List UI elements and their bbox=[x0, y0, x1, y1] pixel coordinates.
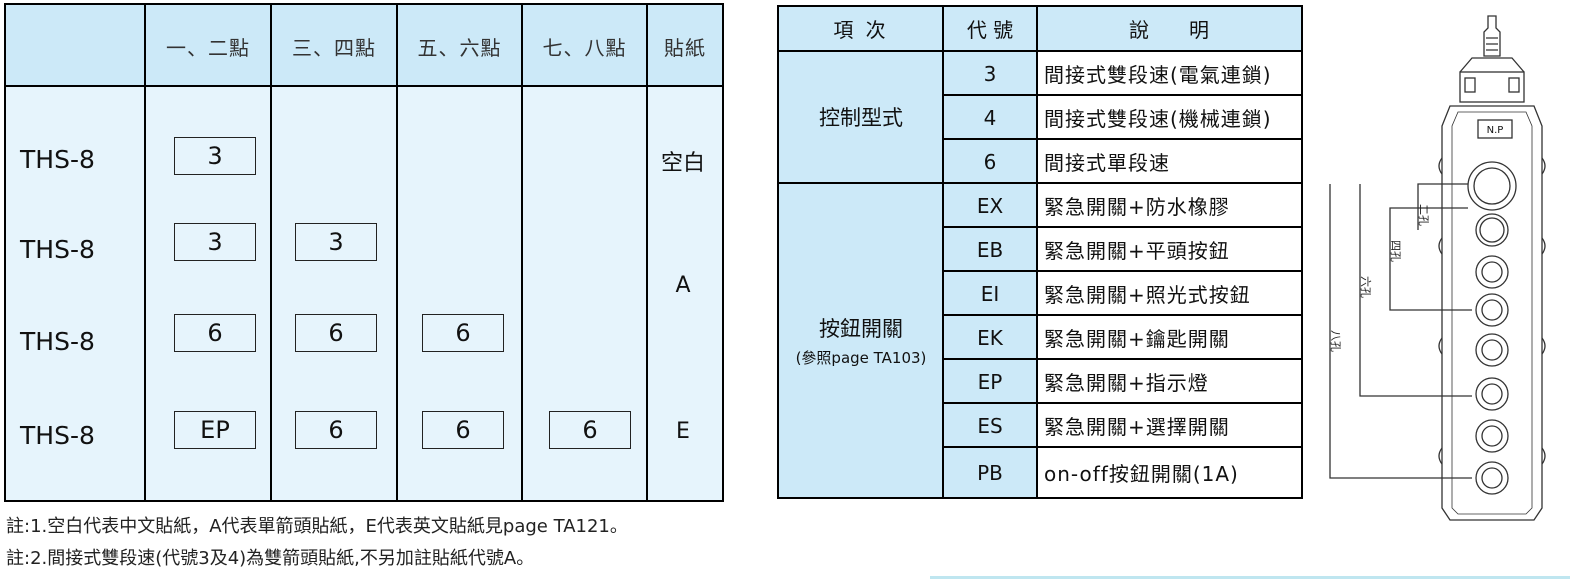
hole-label: 六孔 bbox=[1359, 276, 1372, 298]
row-divider bbox=[943, 138, 1301, 140]
row-divider bbox=[943, 358, 1301, 360]
desc-cell: 間接式單段速 bbox=[1038, 140, 1301, 183]
push-button-icon bbox=[1475, 213, 1509, 247]
code-cell: PB bbox=[977, 460, 1003, 485]
push-button-icon bbox=[1475, 255, 1509, 289]
row-model-label: THS-8 bbox=[20, 235, 95, 264]
row-divider bbox=[943, 402, 1301, 404]
code-cell: 3 bbox=[983, 61, 997, 86]
group2-subtitle: (參照page TA103) bbox=[795, 349, 927, 367]
row-model-label: THS-8 bbox=[20, 421, 95, 450]
sticker-value: E bbox=[676, 419, 690, 444]
col-divider bbox=[144, 5, 146, 500]
code-cell: ES bbox=[977, 413, 1003, 438]
code-cell: EI bbox=[980, 281, 1000, 306]
push-button-icon bbox=[1475, 377, 1509, 411]
row-divider bbox=[943, 226, 1301, 228]
sticker-value: A bbox=[675, 273, 691, 298]
row-divider bbox=[779, 182, 1301, 184]
desc-cell: 緊急開關+照光式按鈕 bbox=[1038, 272, 1301, 315]
row-divider bbox=[943, 446, 1301, 448]
name-plate-label: N.P bbox=[1487, 125, 1504, 136]
code-cell: 6 bbox=[983, 149, 997, 174]
desc-cell: on-off按鈕開關(1A) bbox=[1038, 448, 1301, 497]
header-points-3-4: 三、四點 bbox=[292, 35, 376, 60]
header-item: 項 次 bbox=[833, 18, 889, 42]
col-divider bbox=[1036, 7, 1038, 497]
push-button-icon bbox=[1475, 333, 1509, 367]
row-model-label: THS-8 bbox=[20, 327, 95, 356]
code-box: 3 bbox=[295, 223, 377, 261]
code-box: 3 bbox=[174, 137, 256, 175]
desc-cell: 間接式雙段速(電氣連鎖) bbox=[1038, 52, 1301, 95]
points-config-table: 一、二點 三、四點 五、六點 七、八點 貼紙 THS-8 3 THS-8 3 3… bbox=[4, 3, 724, 502]
desc-cell: 緊急開關+鑰匙開關 bbox=[1038, 316, 1301, 359]
desc-cell: 緊急開關+防水橡膠 bbox=[1038, 184, 1301, 227]
desc-cell: 緊急開關+選擇開關 bbox=[1038, 404, 1301, 447]
cable-gland-icon bbox=[1483, 15, 1501, 57]
row-divider bbox=[779, 50, 1301, 52]
hole-label: 八孔 bbox=[1329, 330, 1342, 352]
push-button-icon bbox=[1475, 461, 1509, 495]
hole-label: 四孔 bbox=[1389, 240, 1402, 262]
desc-cell: 間接式雙段速(機械連鎖) bbox=[1038, 96, 1301, 139]
row-divider bbox=[943, 94, 1301, 96]
header-points-5-6: 五、六點 bbox=[417, 35, 502, 60]
header-points-7-8: 七、八點 bbox=[542, 35, 627, 60]
row-model-label: THS-8 bbox=[20, 145, 95, 174]
code-description-table: 項 次 代 號 說 明 控制型式 按鈕開關 (參照page TA103) 3 間… bbox=[777, 5, 1303, 499]
code-cell: EK bbox=[977, 325, 1003, 350]
decorative-divider bbox=[930, 576, 1570, 579]
name-plate bbox=[1477, 119, 1513, 139]
code-box: 6 bbox=[422, 411, 504, 449]
push-button-icon bbox=[1475, 293, 1509, 327]
code-box: 6 bbox=[422, 314, 504, 352]
code-cell: EP bbox=[977, 369, 1003, 394]
code-box: 6 bbox=[295, 411, 377, 449]
sticker-value: 空白 bbox=[660, 151, 705, 176]
col-divider bbox=[270, 5, 272, 500]
top-cap bbox=[1459, 71, 1525, 103]
group-label-control-type: 控制型式 bbox=[819, 106, 903, 130]
desc-cell: 緊急開關+指示燈 bbox=[1038, 360, 1301, 403]
header-desc: 說 明 bbox=[1129, 18, 1209, 42]
code-box: 6 bbox=[549, 411, 631, 449]
pendant-control-diagram: N.P 二孔 四孔 六孔 八孔 bbox=[1329, 15, 1546, 521]
code-cell: EB bbox=[976, 237, 1004, 262]
hole-label: 二孔 bbox=[1417, 204, 1430, 226]
row-divider bbox=[943, 314, 1301, 316]
group-label-button-switch: 按鈕開關 (參照page TA103) bbox=[779, 184, 943, 497]
row-divider bbox=[943, 270, 1301, 272]
code-cell: EX bbox=[976, 193, 1004, 218]
col-divider bbox=[942, 7, 944, 497]
header-points-1-2: 一、二點 bbox=[166, 35, 250, 60]
header-band bbox=[6, 5, 722, 87]
emergency-stop-icon bbox=[1467, 161, 1517, 211]
group2-title: 按鈕開關 bbox=[819, 317, 903, 341]
col-divider bbox=[521, 5, 523, 500]
note-2: 註:2.間接式雙段速(代號3及4)為雙箭頭貼紙,不另加註貼紙代號A。 bbox=[6, 548, 535, 569]
code-box: 6 bbox=[295, 314, 377, 352]
code-cell: 4 bbox=[983, 105, 997, 130]
push-button-icon bbox=[1475, 419, 1509, 453]
desc-cell: 緊急開關+平頭按鈕 bbox=[1038, 228, 1301, 271]
code-box: 3 bbox=[174, 223, 256, 261]
col-divider bbox=[396, 5, 398, 500]
code-box: EP bbox=[174, 411, 256, 449]
header-code: 代 號 bbox=[966, 18, 1014, 42]
col-divider bbox=[646, 5, 648, 500]
code-box: 6 bbox=[174, 314, 256, 352]
header-sticker: 貼紙 bbox=[664, 35, 706, 60]
note-1: 註:1.空白代表中文貼紙，A代表單箭頭貼紙，E代表英文貼紙見page TA121… bbox=[6, 516, 628, 537]
hole-dimension-lines bbox=[1329, 183, 1472, 479]
